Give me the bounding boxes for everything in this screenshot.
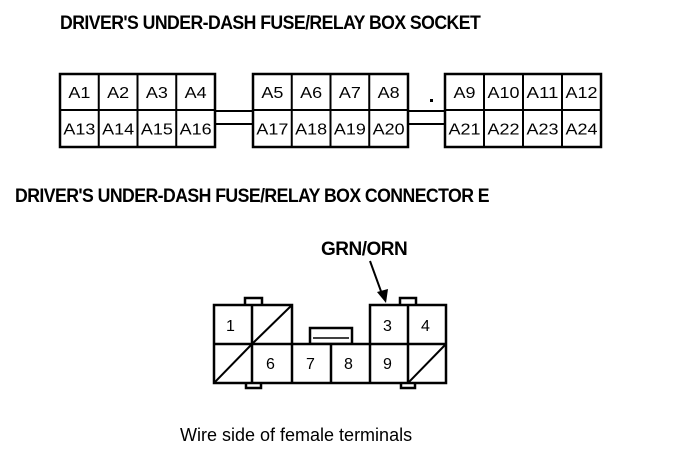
diagram-caption: Wire side of female terminals <box>180 425 413 445</box>
empty-cavity-slash <box>213 343 253 384</box>
socket-link-lines <box>215 110 445 125</box>
socket-terminal-a21: A21 <box>449 122 481 139</box>
socket-terminal-a11: A11 <box>527 85 559 102</box>
empty-cavity-slash <box>407 343 447 384</box>
socket-terminal-a7: A7 <box>339 85 361 102</box>
terminal-8: 8 <box>344 356 353 373</box>
terminal-1: 1 <box>226 318 235 335</box>
socket-terminal-a16: A16 <box>180 122 212 139</box>
pointer-arrow-head <box>377 289 388 303</box>
socket-title: DRIVER'S UNDER-DASH FUSE/RELAY BOX SOCKE… <box>60 13 481 34</box>
connector-title: DRIVER'S UNDER-DASH FUSE/RELAY BOX CONNE… <box>15 186 490 207</box>
terminal-4: 4 <box>421 318 430 335</box>
socket-terminal-a4: A4 <box>185 85 207 102</box>
socket-terminal-a9: A9 <box>454 85 476 102</box>
dot-mark <box>430 99 433 102</box>
socket-terminal-a15: A15 <box>141 122 173 139</box>
connector-e <box>212 296 448 390</box>
terminal-9: 9 <box>383 356 392 373</box>
socket-terminal-a1: A1 <box>68 85 90 102</box>
terminal-6: 6 <box>266 356 275 373</box>
socket-terminal-a13: A13 <box>63 122 95 139</box>
socket-terminal-a6: A6 <box>300 85 322 102</box>
socket-terminal-a10: A10 <box>488 85 520 102</box>
terminal-3: 3 <box>383 318 392 335</box>
socket-terminal-a24: A24 <box>566 122 598 139</box>
socket-terminal-a3: A3 <box>146 85 168 102</box>
connector-key <box>308 326 354 346</box>
socket-terminal-a2: A2 <box>107 85 129 102</box>
wire-color-label: GRN/ORN <box>321 239 407 260</box>
empty-cavity-slash <box>251 304 293 345</box>
socket-terminal-a12: A12 <box>566 85 598 102</box>
socket-terminal-a17: A17 <box>256 122 288 139</box>
socket-terminal-a14: A14 <box>102 122 134 139</box>
pointer-arrow-shaft <box>369 260 383 295</box>
socket-terminal-a22: A22 <box>488 122 520 139</box>
socket-terminal-a23: A23 <box>527 122 559 139</box>
socket-terminal-a18: A18 <box>295 122 327 139</box>
socket-terminal-a19: A19 <box>334 122 366 139</box>
socket-terminal-a5: A5 <box>261 85 283 102</box>
socket-terminal-a20: A20 <box>373 122 405 139</box>
terminal-7: 7 <box>306 356 315 373</box>
socket-terminal-a8: A8 <box>378 85 400 102</box>
